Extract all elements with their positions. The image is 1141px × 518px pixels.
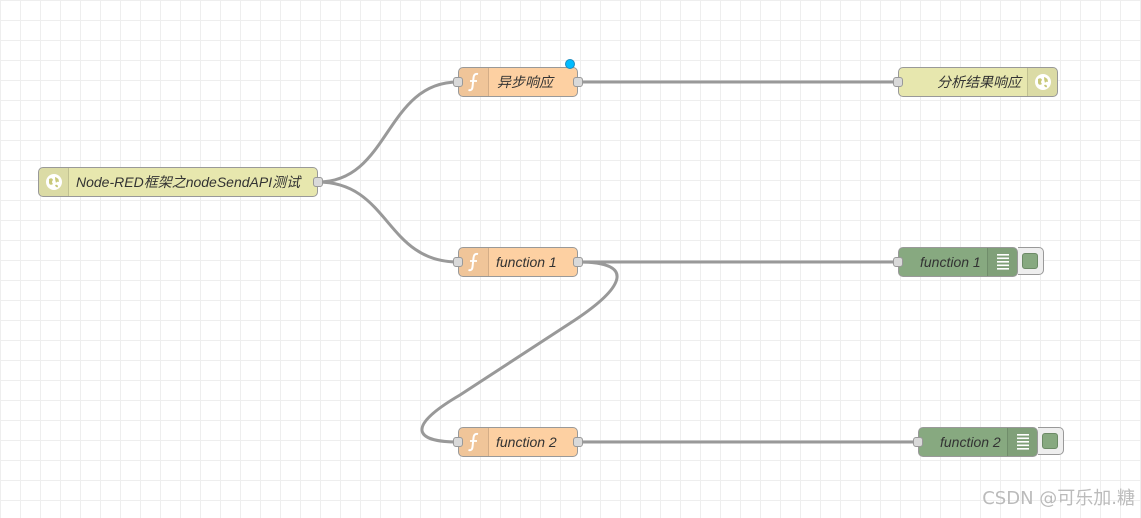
input-port[interactable] — [893, 77, 903, 87]
debug-2-toggle-button[interactable] — [1038, 427, 1064, 455]
http-response-label: 分析结果响应 — [937, 74, 1021, 90]
function-icon — [459, 428, 489, 456]
debug-list-icon — [1007, 428, 1037, 456]
async-response-label: 异步响应 — [497, 74, 553, 90]
wire-http-in-to-async[interactable] — [317, 80, 459, 184]
watermark: CSDN @可乐加.糖 — [982, 488, 1135, 509]
debug-2-label: function 2 — [940, 434, 1001, 450]
function-2-node[interactable]: function 2 — [453, 427, 583, 457]
debug-1-node[interactable]: function 1 — [893, 247, 1018, 277]
globe-icon — [39, 168, 69, 196]
http-response-node[interactable]: 分析结果响应 — [893, 67, 1058, 97]
debug-2-node[interactable]: function 2 — [913, 427, 1038, 457]
wire-http-in-to-function1[interactable] — [317, 180, 459, 264]
function-1-node[interactable]: function 1 — [453, 247, 583, 277]
http-in-label: Node-RED框架之nodeSendAPI测试 — [76, 174, 301, 190]
input-port[interactable] — [453, 257, 463, 267]
output-port[interactable] — [573, 77, 583, 87]
output-port[interactable] — [573, 257, 583, 267]
http-in-node[interactable]: Node-RED框架之nodeSendAPI测试 — [38, 167, 323, 197]
globe-icon — [1027, 68, 1057, 96]
debug-list-icon — [987, 248, 1017, 276]
output-port[interactable] — [313, 177, 323, 187]
input-port[interactable] — [913, 437, 923, 447]
async-response-function-node[interactable]: 异步响应 — [453, 59, 583, 97]
input-port[interactable] — [453, 437, 463, 447]
function-1-label: function 1 — [496, 254, 557, 270]
function-2-label: function 2 — [496, 434, 557, 450]
output-port[interactable] — [573, 437, 583, 447]
debug-2-toggle-indicator — [1042, 433, 1058, 449]
input-port[interactable] — [453, 77, 463, 87]
debug-1-label: function 1 — [920, 254, 981, 270]
debug-1-toggle-indicator — [1022, 253, 1038, 269]
function-icon — [459, 68, 489, 96]
wire-function1-to-function2[interactable] — [420, 260, 619, 444]
function-icon — [459, 248, 489, 276]
debug-1-toggle-button[interactable] — [1018, 247, 1044, 275]
changed-indicator — [565, 59, 575, 69]
input-port[interactable] — [893, 257, 903, 267]
